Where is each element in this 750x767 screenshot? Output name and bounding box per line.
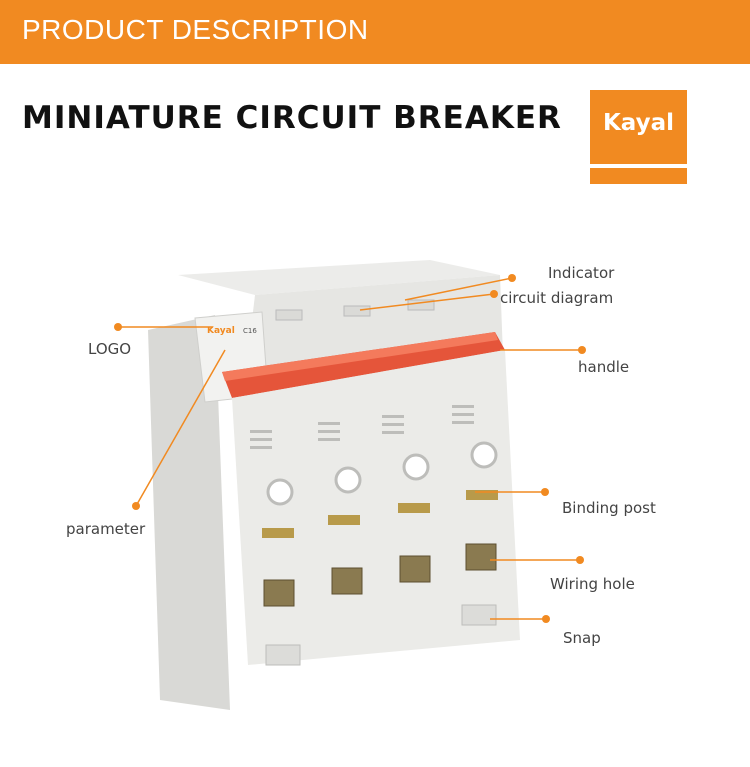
front-rating: C16 bbox=[243, 327, 257, 335]
front-logo: Kayal bbox=[207, 326, 235, 336]
breaker-lower-body bbox=[232, 350, 520, 665]
callout-wiring-hole: Wiring hole bbox=[550, 575, 635, 593]
header-banner: PRODUCT DESCRIPTION bbox=[0, 0, 750, 64]
breaker-side-panel bbox=[148, 315, 230, 710]
brand-logo-strip bbox=[590, 168, 687, 184]
brand-logo: Kayal bbox=[590, 90, 687, 164]
callout-parameter: parameter bbox=[66, 520, 146, 538]
handle-highlight bbox=[222, 332, 498, 381]
wiring-holes bbox=[263, 543, 497, 607]
brand-logo-text: Kayal bbox=[602, 110, 675, 136]
callout-binding-post: Binding post bbox=[562, 499, 656, 517]
vent-slots bbox=[250, 405, 474, 449]
callout-dots bbox=[114, 274, 586, 623]
binding-post-holes bbox=[266, 441, 498, 506]
callout-logo: LOGO bbox=[88, 340, 132, 358]
breaker-top bbox=[178, 260, 500, 295]
callout-circuit-diagram: circuit diagram bbox=[500, 289, 614, 307]
callout-lines bbox=[118, 277, 582, 620]
binding-screws bbox=[262, 490, 498, 538]
mounting-snaps bbox=[265, 604, 497, 666]
callout-indicator: Indicator bbox=[548, 264, 615, 282]
page-title: MINIATURE CIRCUIT BREAKER bbox=[22, 100, 562, 136]
callout-snap: Snap bbox=[563, 629, 601, 647]
indicator-window bbox=[343, 305, 371, 317]
indicator-window bbox=[275, 309, 303, 321]
callout-handle: handle bbox=[578, 358, 630, 376]
banner-title: PRODUCT DESCRIPTION bbox=[22, 14, 369, 45]
